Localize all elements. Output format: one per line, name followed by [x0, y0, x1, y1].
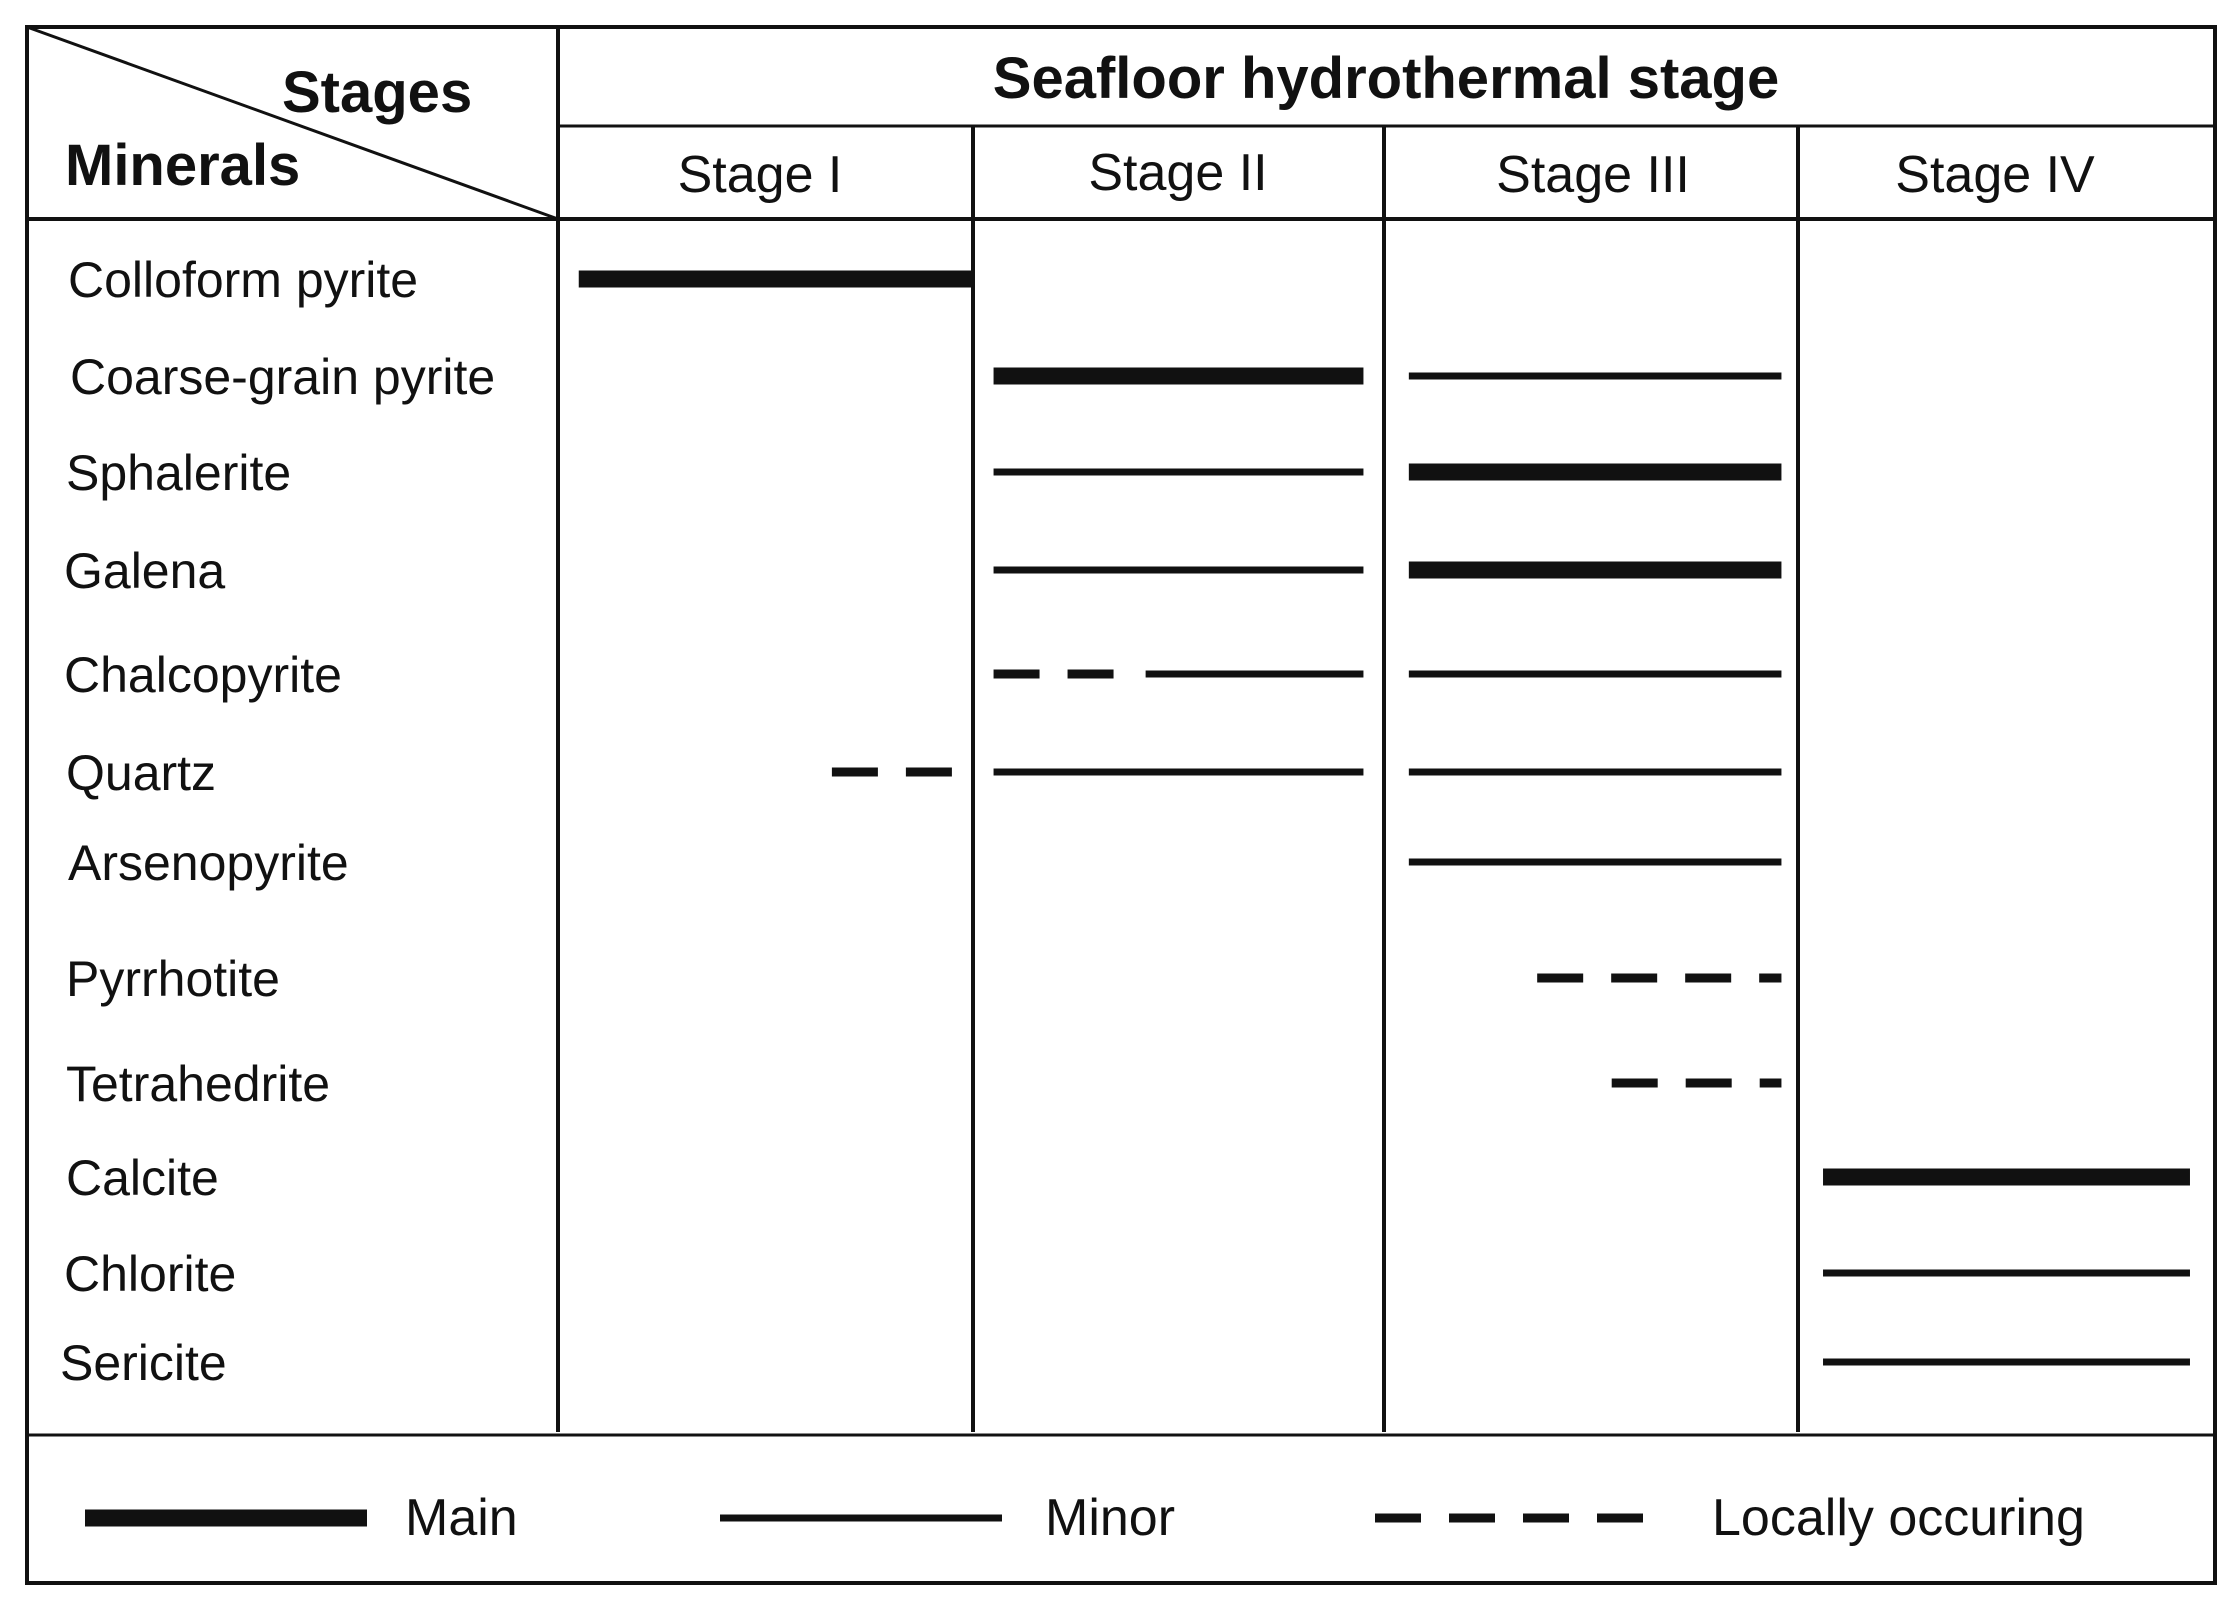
legend-local-label: Locally occuring	[1712, 1489, 2085, 1547]
stage-header-2: Stage II	[1088, 144, 1267, 202]
stage-header-1: Stage I	[678, 146, 843, 204]
corner-diagonal	[26, 25, 559, 221]
mineral-label: Chlorite	[64, 1246, 236, 1302]
legend-minor-label: Minor	[1045, 1489, 1175, 1547]
stage-header-4: Stage IV	[1895, 146, 2095, 204]
mineral-label: Sericite	[60, 1335, 227, 1391]
mineral-label: Galena	[64, 543, 225, 599]
mineral-label: Sphalerite	[66, 445, 291, 501]
group-title: Seafloor hydrothermal stage	[993, 46, 1779, 111]
mineral-label: Colloform pyrite	[68, 252, 418, 308]
mineral-label: Quartz	[66, 745, 216, 801]
mineral-bars	[578, 270, 2190, 1366]
mineral-label: Tetrahedrite	[66, 1056, 330, 1112]
mineral-label: Chalcopyrite	[64, 647, 342, 703]
mineral-label: Coarse-grain pyrite	[70, 349, 495, 405]
legend-main-label: Main	[405, 1489, 518, 1547]
mineral-label: Pyrrhotite	[66, 951, 280, 1007]
minerals-label: Minerals	[65, 133, 300, 198]
stages-label: Stages	[282, 60, 472, 125]
mineral-label: Arsenopyrite	[68, 835, 349, 891]
mineral-label: Calcite	[66, 1150, 219, 1206]
stage-header-3: Stage III	[1496, 146, 1690, 204]
legend: Main Minor Locally occuring	[85, 1489, 2085, 1547]
outer-frame	[25, 25, 2217, 1585]
